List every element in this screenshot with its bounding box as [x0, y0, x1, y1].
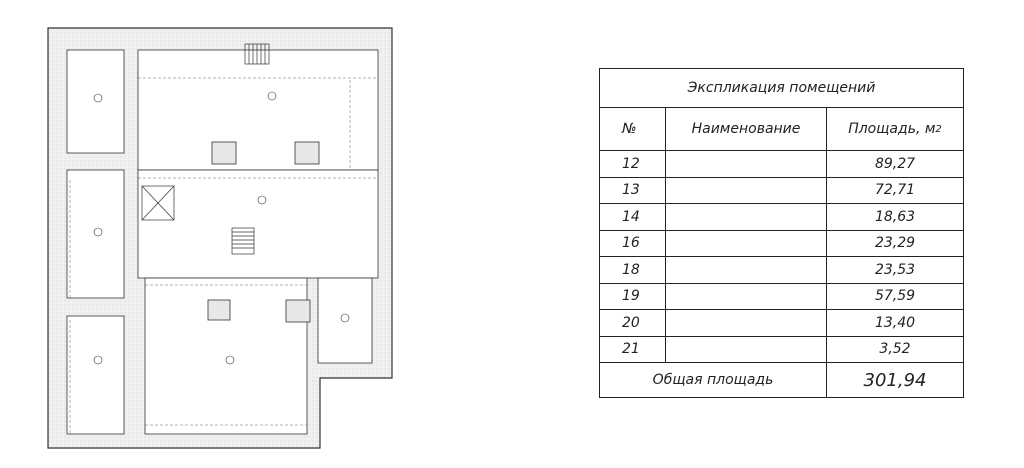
header-number: №	[600, 108, 666, 150]
table-row: 20 13,40	[600, 310, 963, 337]
total-label: Общая площадь	[600, 363, 827, 397]
total-row: Общая площадь 301,94	[600, 363, 963, 397]
columns	[207, 141, 320, 323]
cell-number: 18	[600, 257, 666, 283]
cell-area: 18,63	[874, 208, 916, 225]
cell-name	[666, 310, 827, 336]
table-row: 19 57,59	[600, 283, 963, 310]
cell-number: 16	[600, 230, 666, 256]
cell-name	[666, 177, 827, 203]
cell-number: 12	[600, 151, 666, 177]
explication-table: Экспликация помещений № Наименование Пло…	[599, 68, 964, 398]
room-left-bottom	[66, 315, 125, 435]
stairs	[141, 43, 270, 255]
cell-area: 57,59	[874, 288, 916, 305]
cell-area: 13,40	[874, 314, 916, 331]
cell-name	[666, 151, 827, 177]
table-row: 12 89,27	[600, 151, 963, 178]
room-top-main	[137, 49, 379, 171]
room-left-top	[66, 49, 125, 154]
cell-number: 20	[600, 310, 666, 336]
cell-area: 23,29	[874, 235, 916, 252]
cell-name	[666, 257, 827, 283]
cell-number: 13	[600, 177, 666, 203]
table-row: 16 23,29	[600, 230, 963, 257]
table-row: 18 23,53	[600, 257, 963, 284]
cell-area: 3,52	[879, 341, 911, 358]
cell-number: 14	[600, 204, 666, 230]
cell-name	[666, 336, 827, 362]
cell-name	[666, 230, 827, 256]
total-value: 301,94	[863, 369, 927, 391]
cell-name	[666, 204, 827, 230]
floor-plan	[47, 27, 393, 449]
table-row: 14 18,63	[600, 204, 963, 231]
table-row: 13 72,71	[600, 177, 963, 204]
cell-number: 21	[600, 336, 666, 362]
cell-area: 23,53	[874, 261, 916, 278]
cell-area: 72,71	[874, 182, 916, 199]
cell-number: 19	[600, 283, 666, 309]
table-title: Экспликация помещений	[600, 69, 963, 108]
cell-name	[666, 283, 827, 309]
header-name: Наименование	[666, 108, 827, 150]
cell-area: 89,27	[874, 155, 916, 172]
